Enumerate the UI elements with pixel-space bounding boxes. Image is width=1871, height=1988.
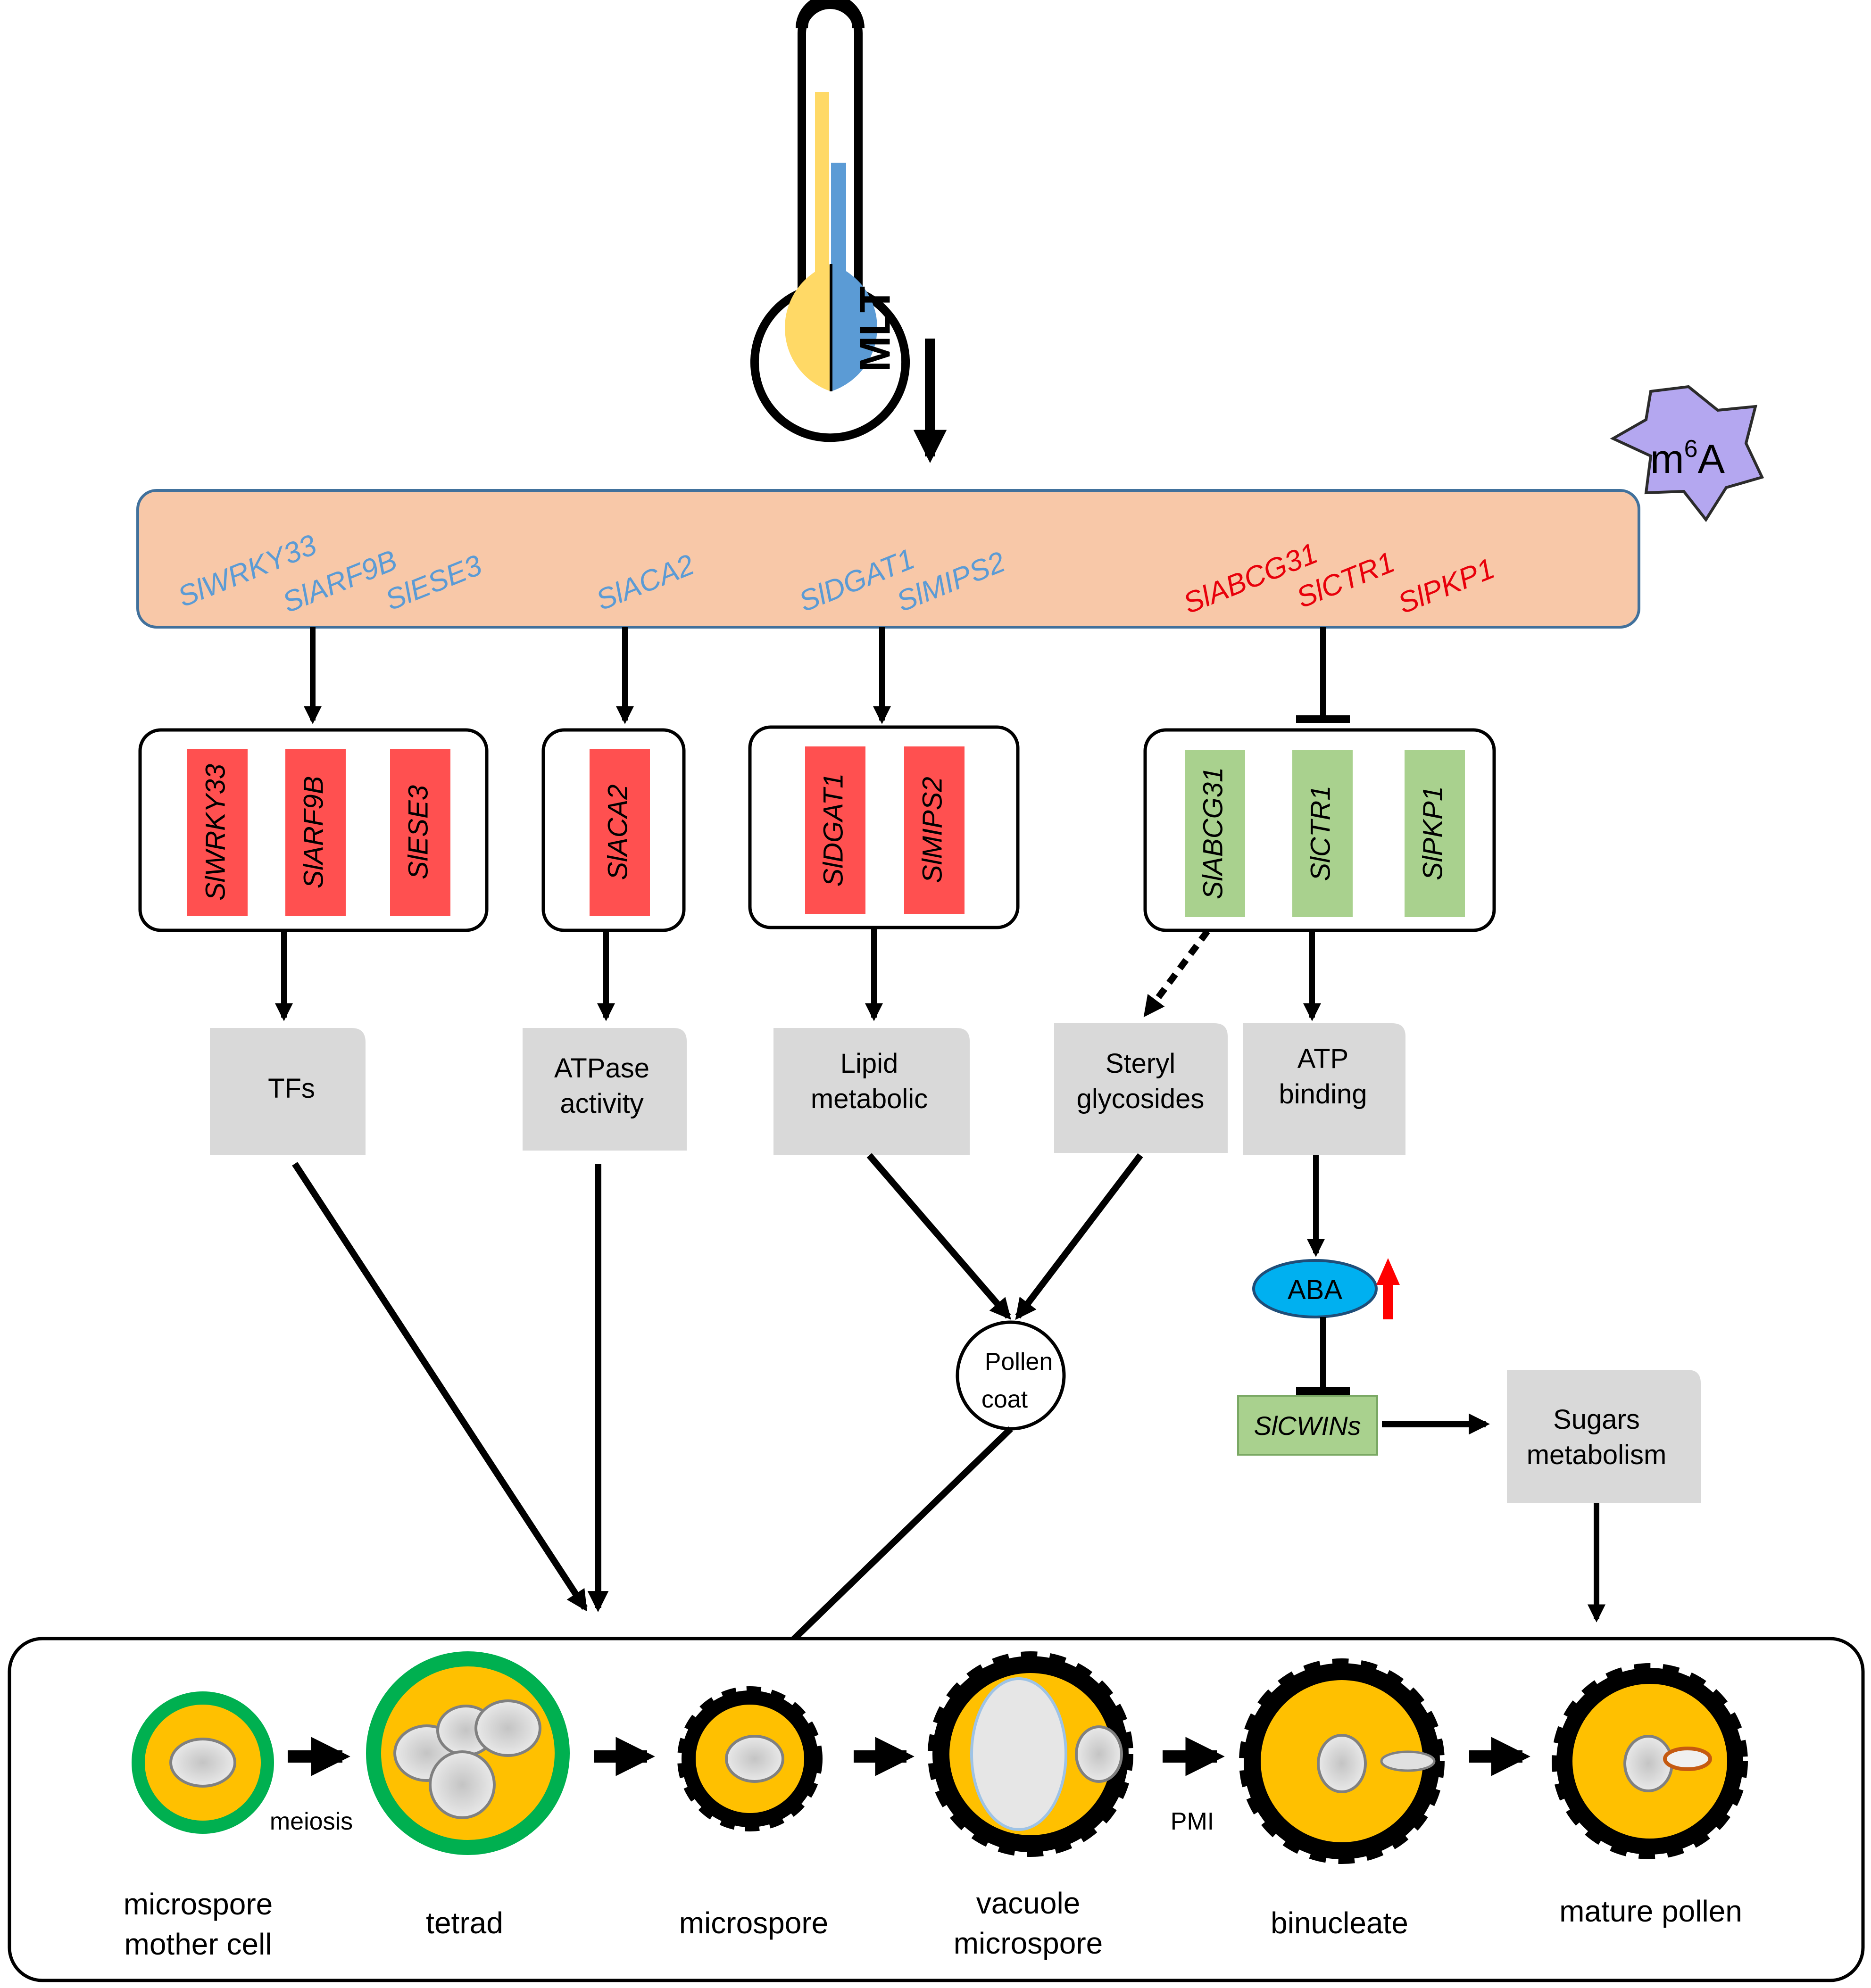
svg-text:activity: activity (560, 1088, 643, 1119)
svg-text:TFs: TFs (268, 1073, 315, 1104)
stage-label-microspore: microspore (679, 1906, 829, 1940)
svg-text:coat: coat (981, 1386, 1028, 1413)
aba-node: ABA (1252, 1259, 1378, 1318)
svg-text:ABA: ABA (1288, 1275, 1342, 1305)
svg-text:binding: binding (1279, 1079, 1367, 1110)
slcwins-node: SlCWINs (1237, 1395, 1378, 1456)
stage-label-binucleate: binucleate (1271, 1906, 1408, 1940)
svg-text:Steryl: Steryl (1106, 1048, 1175, 1079)
m6a-star-icon: m6A (1610, 385, 1764, 522)
stage-microspore-mother-cell-cell (132, 1691, 274, 1834)
stage-vacuole-microspore-cell (928, 1651, 1133, 1857)
process-tfs: TFs (210, 1028, 366, 1155)
bar-sldgat1: SlDGAT1 (818, 773, 848, 887)
stage-label-microspore-mother-cell-line1: microspore (124, 1887, 273, 1921)
expression-group-2: SlACA2 (541, 728, 686, 932)
svg-text:Lipid: Lipid (840, 1048, 898, 1079)
svg-text:ATPase: ATPase (554, 1053, 649, 1084)
bar-slese3: SlESE3 (403, 785, 433, 879)
arrow-tfs-to-tetrad (292, 1162, 588, 1612)
bar-slctr1: SlCTR1 (1305, 785, 1336, 881)
bar-slmips2: SlMIPS2 (917, 777, 948, 883)
svg-text:metabolism: metabolism (1527, 1440, 1667, 1470)
expression-group-4: SlABCG31 SlCTR1 SlPKP1 (1143, 728, 1496, 932)
thermometer-icon: MLT (750, 0, 910, 442)
svg-text:SlCWINs: SlCWINs (1254, 1411, 1361, 1441)
inhibition-aba-to-cwins (1296, 1317, 1350, 1395)
arrow-steryl-to-pollen-coat (1015, 1153, 1143, 1320)
stage-binucleate-cell (1239, 1658, 1445, 1864)
pollen-development-panel: meiosis PMI microspore mother cell tetra… (8, 1637, 1865, 1982)
expression-group-3: SlDGAT1 SlMIPS2 (748, 725, 1020, 929)
process-atp-binding: ATP binding (1243, 1023, 1405, 1155)
bar-slaca2: SlACA2 (602, 784, 633, 880)
bar-slpkp1: SlPKP1 (1417, 786, 1448, 880)
svg-text:ATP: ATP (1297, 1044, 1349, 1074)
process-sugars-metabolism: Sugars metabolism (1507, 1370, 1701, 1503)
stage-label-mature-pollen: mature pollen (1559, 1894, 1742, 1928)
label-pmi: PMI (1171, 1808, 1214, 1835)
stage-label-tetrad: tetrad (426, 1906, 503, 1940)
label-meiosis: meiosis (270, 1808, 353, 1835)
inhibition-panel-to-group4 (1296, 627, 1350, 723)
bar-slwrky33: SlWRKY33 (200, 764, 231, 901)
m6a-methylation-panel: SlWRKY33 SlARF9B SlESE3 SlACA2 SlDGAT1 S… (136, 489, 1640, 629)
stage-tetrad-cell (366, 1651, 570, 1855)
stage-label-vacuole-microspore-line1: vacuole (976, 1886, 1081, 1920)
process-steryl-glycosides: Steryl glycosides (1054, 1023, 1228, 1153)
stage-microspore-cell (677, 1686, 823, 1831)
process-lipid-metabolic: Lipid metabolic (773, 1028, 970, 1155)
stage-label-microspore-mother-cell-line2: mother cell (125, 1927, 272, 1961)
svg-text:glycosides: glycosides (1077, 1084, 1205, 1114)
svg-text:Sugars: Sugars (1553, 1404, 1640, 1435)
thermometer-label: MLT (851, 286, 899, 372)
bar-slarf9b: SlARF9B (298, 776, 329, 889)
expression-group-1: SlWRKY33 SlARF9B SlESE3 (138, 728, 489, 932)
arrow-lipid-to-pollen-coat (866, 1153, 1011, 1320)
stage-mature-pollen-cell (1552, 1663, 1748, 1859)
pollen-coat-node: Pollen coat (956, 1320, 1066, 1431)
dotted-arrow-slabcg31-to-steryl (1143, 929, 1210, 1018)
svg-text:metabolic: metabolic (811, 1084, 928, 1114)
bar-slabcg31: SlABCG31 (1197, 767, 1228, 899)
m6a-label: m6A (1650, 435, 1725, 482)
aba-up-arrow-icon (1376, 1258, 1400, 1319)
stage-label-vacuole-microspore-line2: microspore (954, 1926, 1103, 1960)
process-atpase-activity: ATPase activity (523, 1028, 687, 1151)
svg-text:Pollen: Pollen (985, 1348, 1053, 1375)
